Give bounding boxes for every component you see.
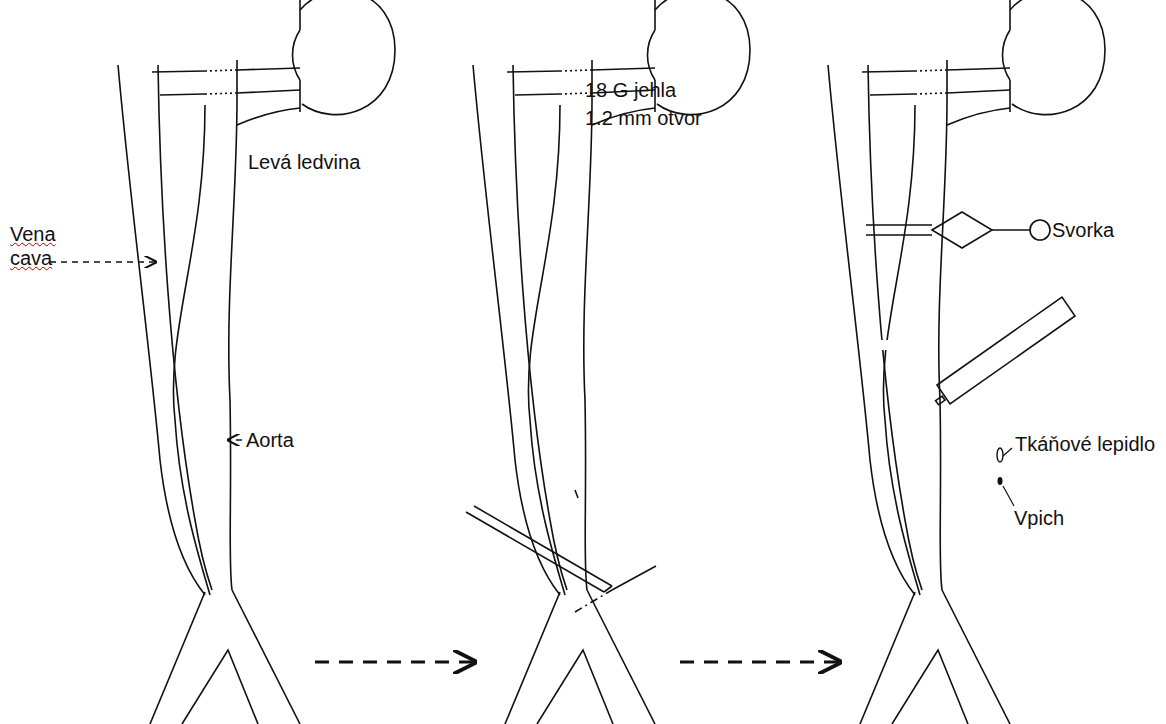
- clamp-label: Svorka: [1052, 218, 1114, 242]
- leader-line: [1003, 486, 1014, 506]
- vessel-label: Vena cava: [10, 222, 68, 270]
- vessel-panel: [473, 0, 750, 724]
- glue-applicator: [936, 297, 1075, 405]
- pointer-arrow: [228, 439, 242, 441]
- puncture-dot: [998, 477, 1003, 485]
- puncture-gap: [868, 340, 914, 350]
- puncture-label: Vpich: [1014, 506, 1064, 530]
- clamp: [866, 212, 1050, 248]
- needle: [466, 490, 656, 612]
- leader-line: [1003, 448, 1012, 456]
- glue-drop: [997, 448, 1003, 462]
- step-arrow: [315, 661, 475, 664]
- vessel-panel: [118, 0, 395, 724]
- organ-label: Levá ledvina: [248, 150, 360, 174]
- step-arrow: [680, 661, 840, 664]
- pointer-arrow: [50, 261, 156, 263]
- needle-label: 18 G jehla: [585, 78, 676, 102]
- glue-label: Tkáňové lepidlo: [1015, 432, 1155, 456]
- needle-label: 1.2 mm otvor: [585, 106, 702, 130]
- vessel-panel: [828, 0, 1105, 724]
- vessel-label: Aorta: [246, 428, 294, 452]
